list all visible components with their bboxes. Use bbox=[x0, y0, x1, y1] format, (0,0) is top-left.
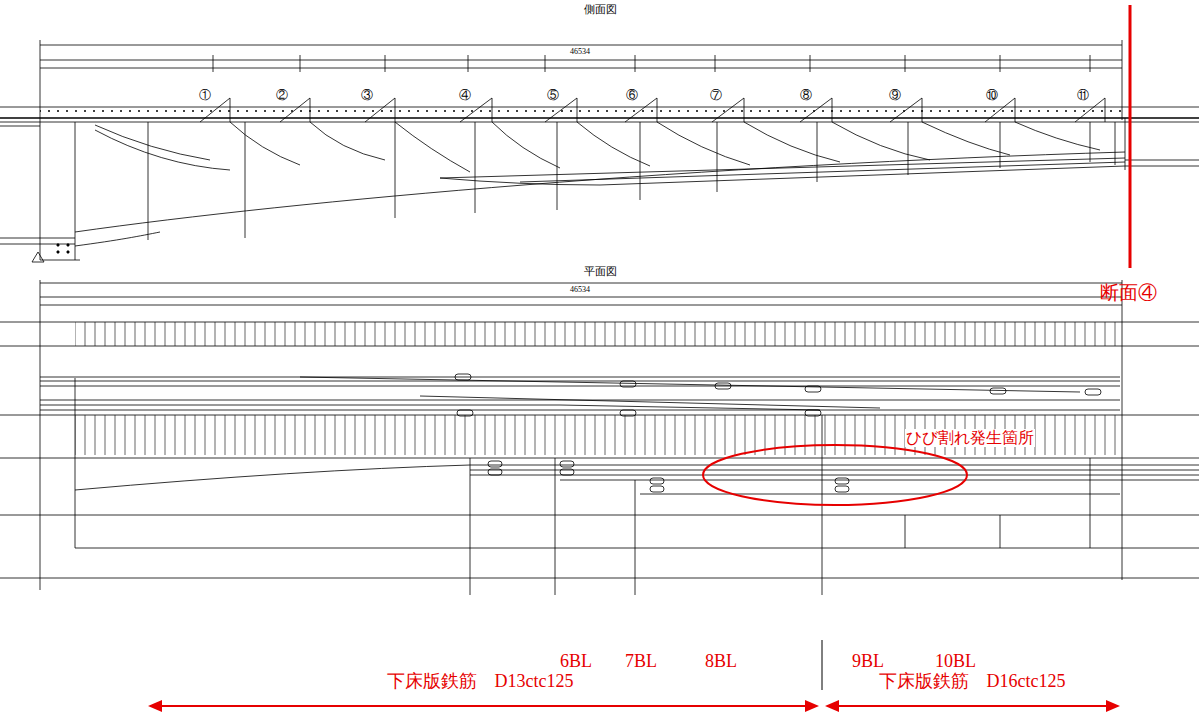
callout-number: ② bbox=[275, 89, 289, 102]
annotation-text: 8BL bbox=[705, 652, 737, 672]
view-title: 側面図 bbox=[584, 3, 617, 15]
annotation-text: 下床版鉄筋 D16ctc125 bbox=[879, 672, 1066, 692]
annotation-text: 10BL bbox=[935, 652, 976, 672]
callout-number: ⑧ bbox=[799, 89, 813, 102]
dimension: 46534 bbox=[569, 286, 591, 295]
dimension: 46534 bbox=[569, 48, 591, 57]
annotation-text: 断面④ bbox=[1100, 283, 1157, 304]
view-title: 平面図 bbox=[583, 265, 618, 277]
annotation-text: 9BL bbox=[852, 652, 884, 672]
callout-number: ⑤ bbox=[546, 89, 560, 102]
side-view bbox=[0, 5, 1199, 268]
annotation-text: 6BL bbox=[560, 652, 592, 672]
callout-number: ④ bbox=[458, 89, 472, 102]
callout-number: ⑩ bbox=[985, 89, 999, 102]
callout-number: ⑦ bbox=[709, 89, 723, 102]
plan-view bbox=[0, 280, 1199, 595]
callout-number: ⑥ bbox=[625, 89, 639, 102]
callout-number: ③ bbox=[360, 89, 374, 102]
annotation-text: 下床版鉄筋 D13ctc125 bbox=[387, 672, 574, 692]
annotation-text: ひび割れ発生箇所 bbox=[905, 429, 1035, 447]
annotation bbox=[148, 640, 1120, 712]
annotation-text: 7BL bbox=[625, 652, 657, 672]
callout-number: ① bbox=[198, 89, 212, 102]
callout-number: ⑨ bbox=[888, 89, 902, 102]
callout-number: ⑪ bbox=[1076, 89, 1090, 102]
